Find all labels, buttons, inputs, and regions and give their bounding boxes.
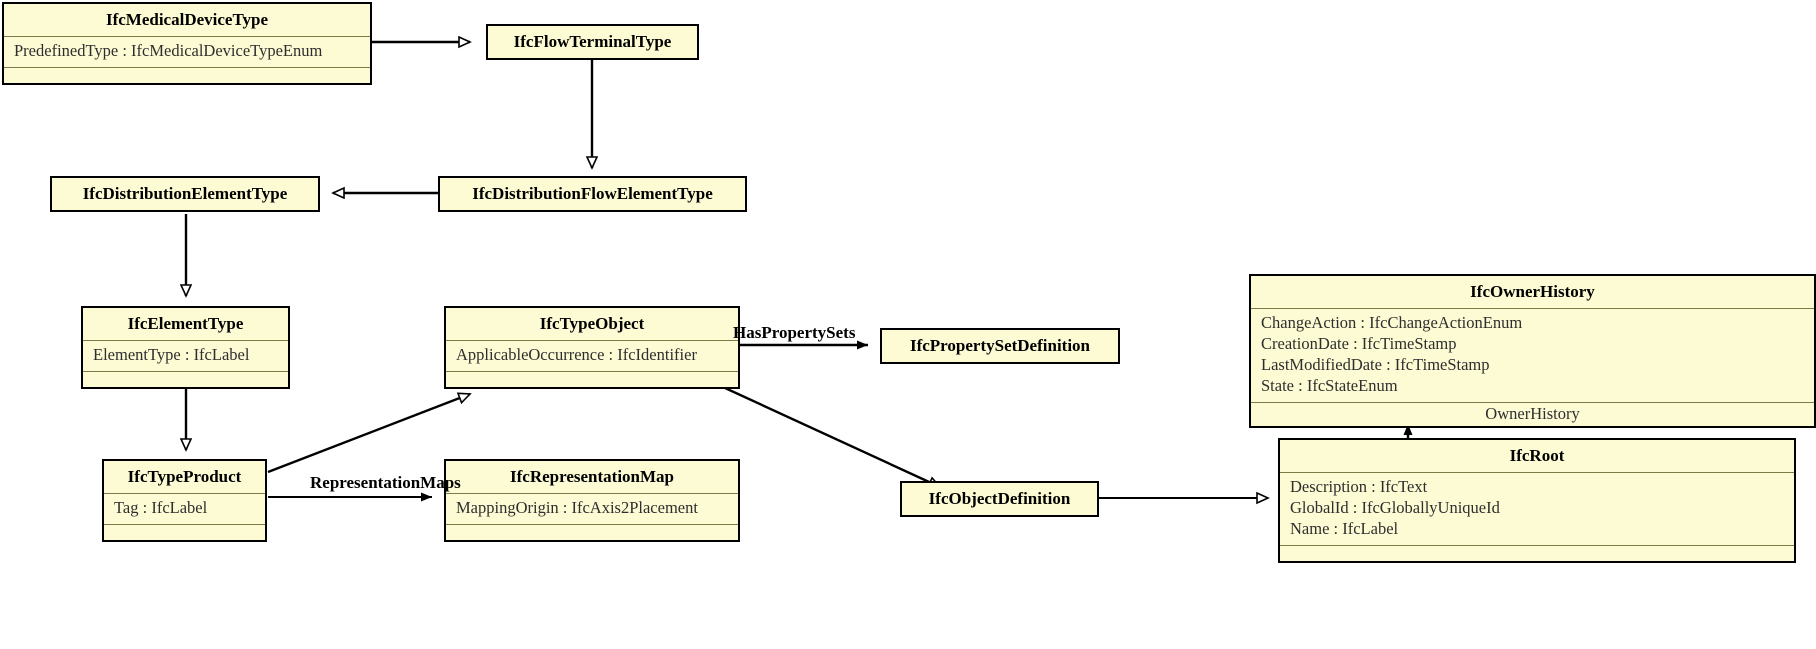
class-name: IfcFlowTerminalType [513,32,672,51]
class-box-ifcobjectdefinition[interactable]: IfcObjectDefinition [900,481,1099,518]
class-name: IfcDistributionFlowElementType [472,184,713,203]
attribute-row: GlobalId : IfcGloballyUniqueId [1290,498,1500,518]
class-name: IfcMedicalDeviceType [105,10,269,29]
edge-label-haspropertysets: HasPropertySets [733,323,856,342]
class-operations [104,524,265,540]
class-attributes: Description : IfcText GlobalId : IfcGlob… [1280,472,1794,545]
class-box-ifcdistributionelementtype[interactable]: IfcDistributionElementType [50,176,320,213]
edge-label-representationmaps: RepresentationMaps [310,473,461,492]
attribute-row: LastModifiedDate : IfcTimeStamp [1261,355,1490,375]
class-box-ifctypeobject[interactable]: IfcTypeObject ApplicableOccurrence : Ifc… [444,306,740,390]
class-box-ifctypeproduct[interactable]: IfcTypeProduct Tag : IfcLabel [102,459,267,543]
attribute-row: State : IfcStateEnum [1261,376,1398,396]
attribute-row: Description : IfcText [1290,477,1428,497]
class-box-ifcownerhistory[interactable]: IfcOwnerHistory ChangeAction : IfcChange… [1249,274,1816,429]
class-attributes: ElementType : IfcLabel [83,340,288,371]
class-operations: OwnerHistory [1251,402,1814,426]
class-attributes: Tag : IfcLabel [104,493,265,524]
class-operations [446,524,738,540]
class-attributes: ApplicableOccurrence : IfcIdentifier [446,340,738,371]
class-box-ifcdistributionflowelementtype[interactable]: IfcDistributionFlowElementType [438,176,747,213]
class-box-ifcpropertysetdefinition[interactable]: IfcPropertySetDefinition [880,328,1120,365]
class-box-ifcmedicaldevicetype[interactable]: IfcMedicalDeviceType PredefinedType : If… [2,2,372,86]
class-operations [1280,545,1794,561]
attribute-row: Name : IfcLabel [1290,519,1399,539]
class-name: IfcRoot [1509,446,1565,465]
class-name: IfcRepresentationMap [510,467,674,486]
attribute-row: ApplicableOccurrence : IfcIdentifier [456,345,697,365]
attribute-row: ChangeAction : IfcChangeActionEnum [1261,313,1523,333]
class-operations [83,371,288,387]
class-operations [446,371,738,387]
class-operations [4,67,370,83]
attribute-row: Tag : IfcLabel [114,498,208,518]
class-name: IfcDistributionElementType [82,184,288,203]
class-box-ifcflowterminaltype[interactable]: IfcFlowTerminalType [486,24,699,61]
class-name: IfcPropertySetDefinition [909,336,1091,355]
class-attributes: ChangeAction : IfcChangeActionEnum Creat… [1251,308,1814,402]
class-box-ifcroot[interactable]: IfcRoot Description : IfcText GlobalId :… [1278,438,1796,564]
class-attributes: PredefinedType : IfcMedicalDeviceTypeEnu… [4,36,370,67]
class-name: IfcTypeProduct [127,467,242,486]
attribute-row: MappingOrigin : IfcAxis2Placement [456,498,698,518]
attribute-row: ElementType : IfcLabel [93,345,250,365]
class-attributes: MappingOrigin : IfcAxis2Placement [446,493,738,524]
class-name: IfcTypeObject [539,314,645,333]
class-box-ifcrepresentationmap[interactable]: IfcRepresentationMap MappingOrigin : Ifc… [444,459,740,543]
edge-typeproduct-to-typeobject [267,394,470,474]
attribute-row: CreationDate : IfcTimeStamp [1261,334,1457,354]
class-name: IfcObjectDefinition [928,489,1071,508]
class-name: IfcElementType [127,314,244,333]
class-name: IfcOwnerHistory [1470,282,1595,301]
class-box-ifcelementtype[interactable]: IfcElementType ElementType : IfcLabel [81,306,290,390]
attribute-row: PredefinedType : IfcMedicalDeviceTypeEnu… [14,41,323,61]
edge-typeobject-to-objectdefinition [711,380,940,489]
